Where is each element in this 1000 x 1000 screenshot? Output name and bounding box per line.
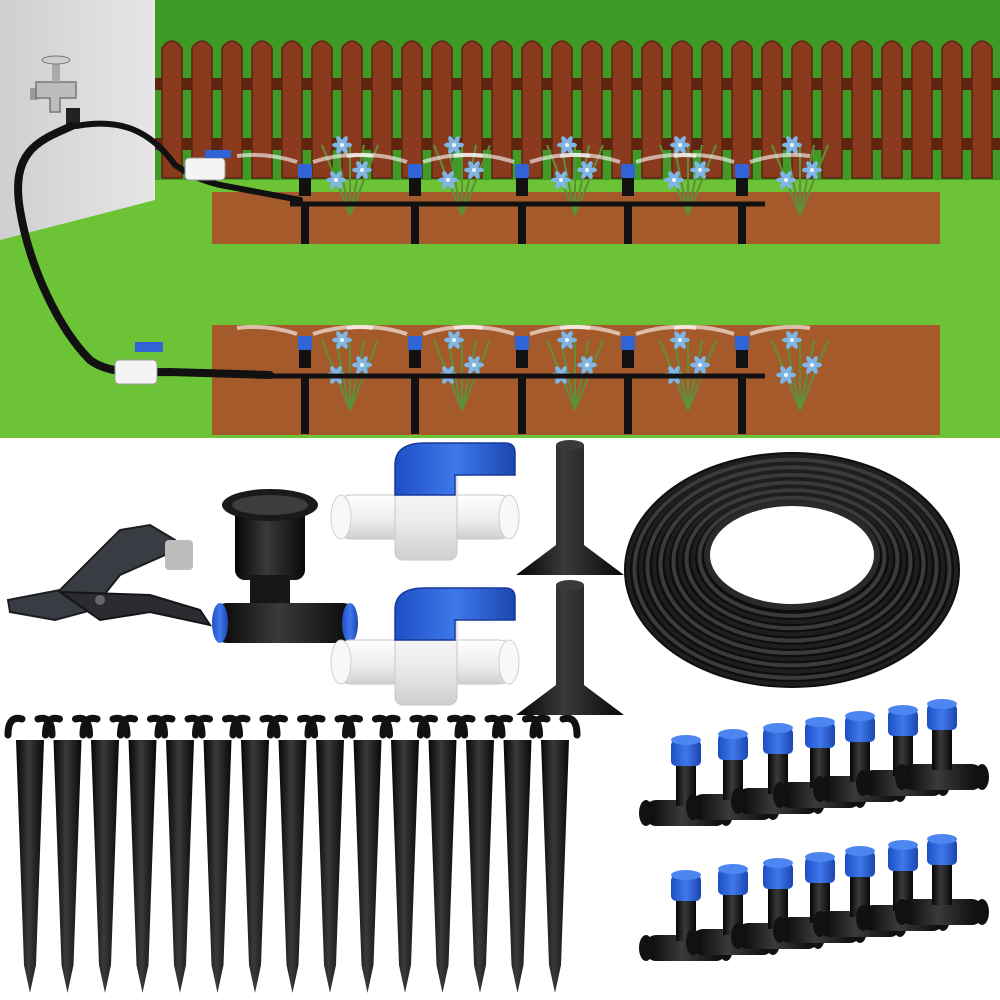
garden-scene <box>0 0 1000 438</box>
fence-picket <box>491 40 513 179</box>
faucet-adapter-icon <box>212 489 358 643</box>
scene-valve-lower <box>114 342 163 385</box>
fence-picket <box>401 40 423 179</box>
flower-plant <box>433 136 491 216</box>
shutoff-valve-icon <box>330 442 520 561</box>
tubing-ring <box>684 488 900 631</box>
fence-picket <box>701 40 723 179</box>
shutoff-valve-icon <box>330 587 520 706</box>
kit-components <box>4 440 989 993</box>
tubing-ring <box>697 495 887 618</box>
stake-icon <box>529 714 581 993</box>
tubing-ring <box>678 484 906 637</box>
scene-nozzle <box>673 324 811 434</box>
stake-icon <box>267 714 318 993</box>
funnel-stake-icon <box>516 580 624 715</box>
tubing-ring <box>671 480 913 643</box>
fence-picket <box>521 40 543 179</box>
tubing-ring <box>639 461 945 674</box>
stake-icon <box>379 714 431 993</box>
flower-plant <box>321 136 379 216</box>
fence-picket <box>161 40 183 179</box>
misting-tees <box>639 699 989 961</box>
fence-picket <box>851 40 873 179</box>
faucet-icon <box>30 55 80 126</box>
flower-plant <box>771 136 829 216</box>
tubing-ring <box>645 465 939 668</box>
misting-tee-icon <box>895 699 989 790</box>
fence-picket <box>341 40 363 179</box>
fence-picket <box>971 40 993 179</box>
flower-plant <box>771 331 829 411</box>
stake-icon <box>154 714 206 993</box>
fence-picket <box>911 40 933 179</box>
misting-tee-icon <box>895 834 989 925</box>
stake-icon <box>492 714 543 993</box>
funnel-stake-icon <box>516 440 624 575</box>
picket-fence <box>155 40 1000 179</box>
stake-icon <box>117 714 168 993</box>
stakes <box>4 714 581 993</box>
tubing-ring <box>691 492 893 624</box>
stake-icon <box>454 714 506 993</box>
fence-picket <box>731 40 753 179</box>
fence-picket <box>281 40 303 179</box>
flower-plants <box>321 136 829 411</box>
stake-icon <box>229 714 281 993</box>
fence-rail-top <box>155 78 1000 90</box>
stake-icon <box>4 714 56 993</box>
scene-misting-nozzles <box>236 152 811 434</box>
branch-hose <box>73 120 303 203</box>
stake-icon <box>304 714 356 993</box>
tubing-ring <box>652 469 932 662</box>
stake-icon <box>42 714 93 993</box>
tubing-coil-icon <box>624 452 960 688</box>
stake-icon <box>79 714 131 993</box>
tubing-ring <box>658 473 926 655</box>
fence-picket <box>821 40 843 179</box>
stake-icon <box>192 714 243 993</box>
fence-picket <box>941 40 963 179</box>
flower-plant <box>546 136 604 216</box>
scene-valve-upper <box>184 150 231 181</box>
tube-cutter-icon <box>6 523 213 627</box>
fence-picket <box>611 40 633 179</box>
funnel-stakes <box>516 440 624 715</box>
tubing-ring <box>632 457 952 680</box>
scene-nozzle <box>673 152 811 244</box>
stake-icon <box>417 714 468 993</box>
flower-plant <box>659 331 717 411</box>
shutoff-valves <box>330 442 520 706</box>
stake-icon <box>342 714 393 993</box>
fence-picket <box>881 40 903 179</box>
flower-plant <box>659 136 717 216</box>
tubing-ring <box>626 454 958 686</box>
tubing-ring <box>665 476 919 649</box>
